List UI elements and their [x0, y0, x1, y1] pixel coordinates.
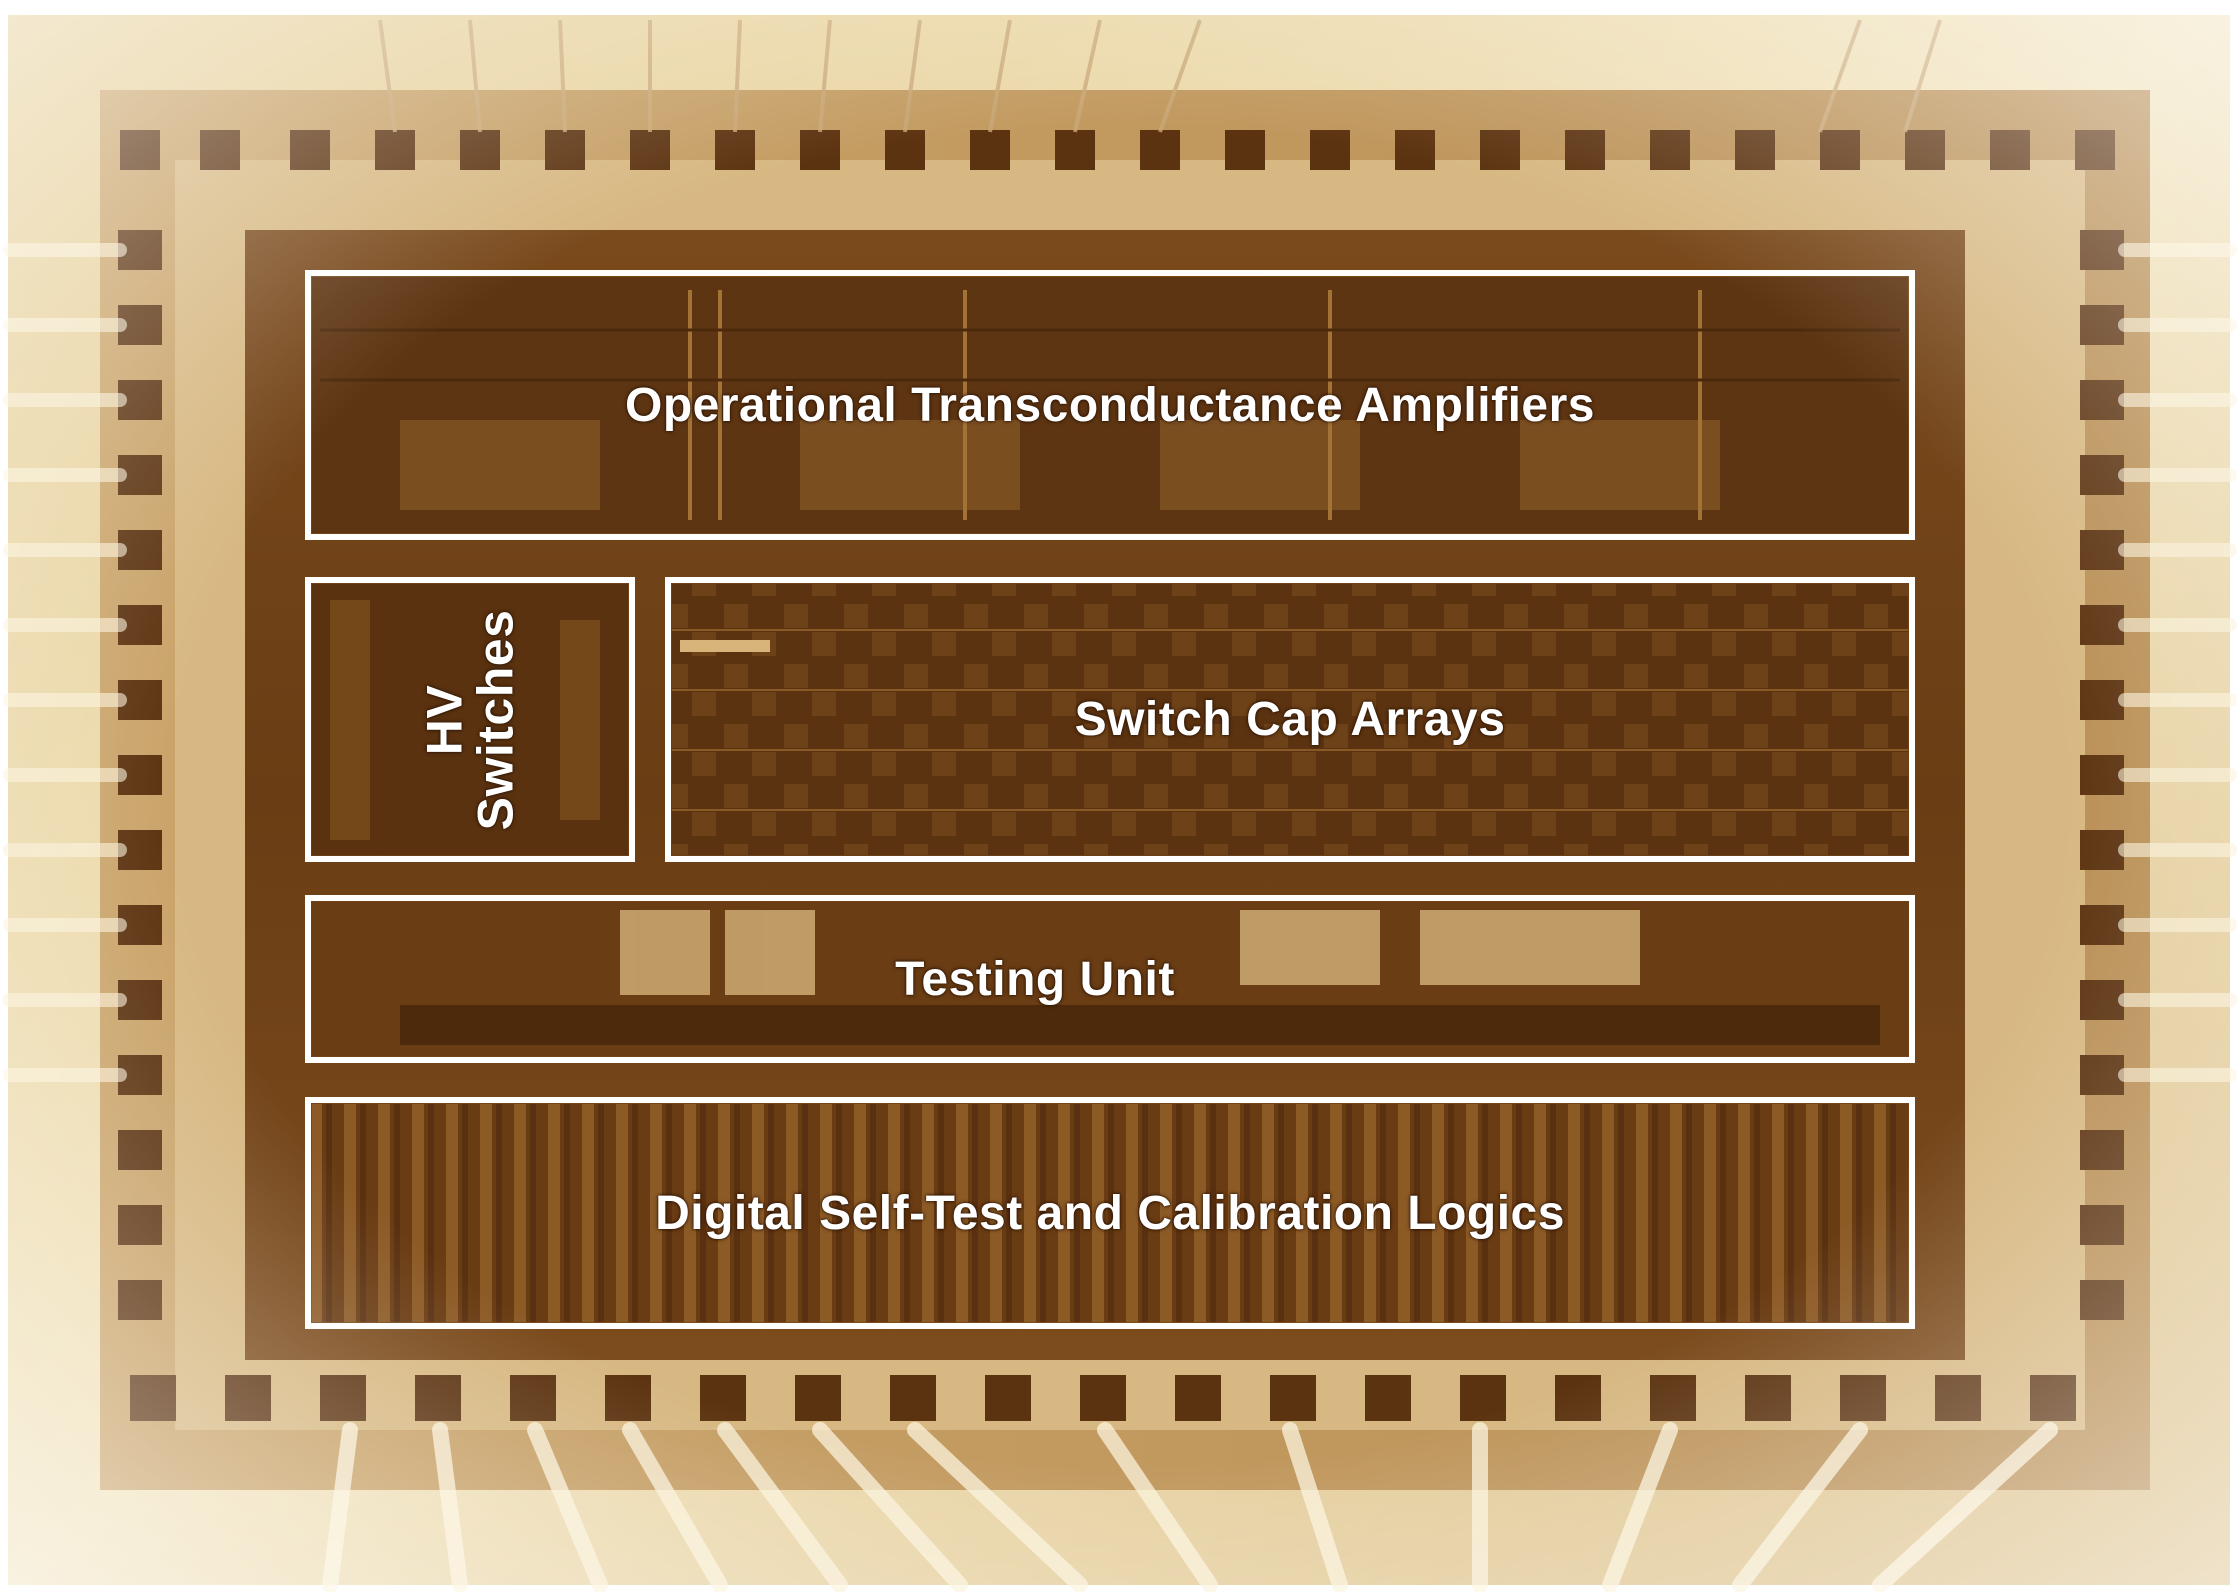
- hv-switches-block: HV Switches: [305, 577, 635, 862]
- hv-switches-label-line1: HV: [416, 684, 472, 755]
- switch-cap-arrays-label: Switch Cap Arrays: [1074, 693, 1506, 746]
- testing-unit-block: Testing Unit: [305, 895, 1915, 1063]
- testing-unit-label: Testing Unit: [895, 952, 1175, 1006]
- hv-switches-label: HV Switches: [416, 609, 523, 830]
- digital-logic-block: Digital Self-Test and Calibration Logics: [305, 1097, 1915, 1329]
- hv-switches-label-line2: Switches: [467, 609, 523, 830]
- switch-cap-arrays-block: Switch Cap Arrays: [665, 577, 1915, 862]
- ota-label: Operational Transconductance Amplifiers: [625, 378, 1595, 432]
- digital-logic-label: Digital Self-Test and Calibration Logics: [655, 1186, 1565, 1240]
- ota-block: Operational Transconductance Amplifiers: [305, 270, 1915, 540]
